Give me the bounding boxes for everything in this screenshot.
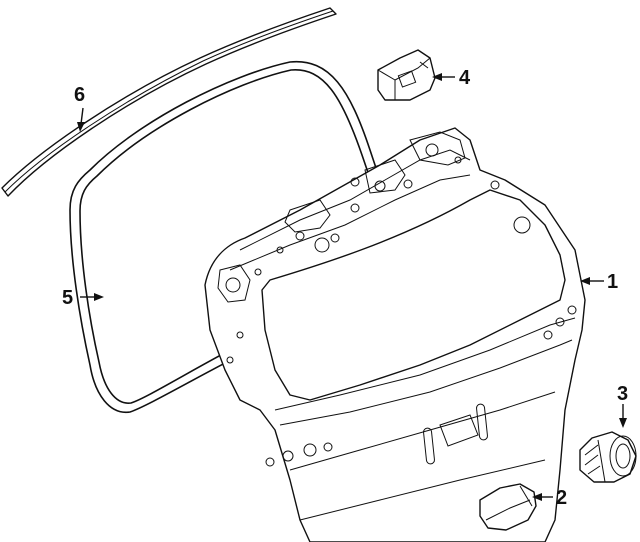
part-4-bracket[interactable] (377, 49, 436, 101)
callout-2: 2 (532, 487, 567, 509)
callout-1-label: 1 (607, 271, 618, 293)
callout-5: 5 (62, 287, 104, 309)
part-3-grommet[interactable] (579, 431, 637, 483)
callout-2-label: 2 (556, 487, 567, 509)
callout-6-label: 6 (74, 84, 85, 106)
callout-4: 4 (432, 67, 471, 89)
part-6-molding-strip[interactable] (1, 7, 337, 197)
callout-5-label: 5 (62, 287, 73, 309)
callout-3-label: 3 (617, 383, 628, 405)
callout-6: 6 (74, 84, 85, 132)
part-2-bump-stop[interactable] (479, 483, 537, 531)
callout-4-label: 4 (459, 67, 471, 89)
callout-3: 3 (617, 383, 628, 428)
callout-1: 1 (580, 271, 618, 293)
part-1-liftgate[interactable] (204, 127, 586, 542)
